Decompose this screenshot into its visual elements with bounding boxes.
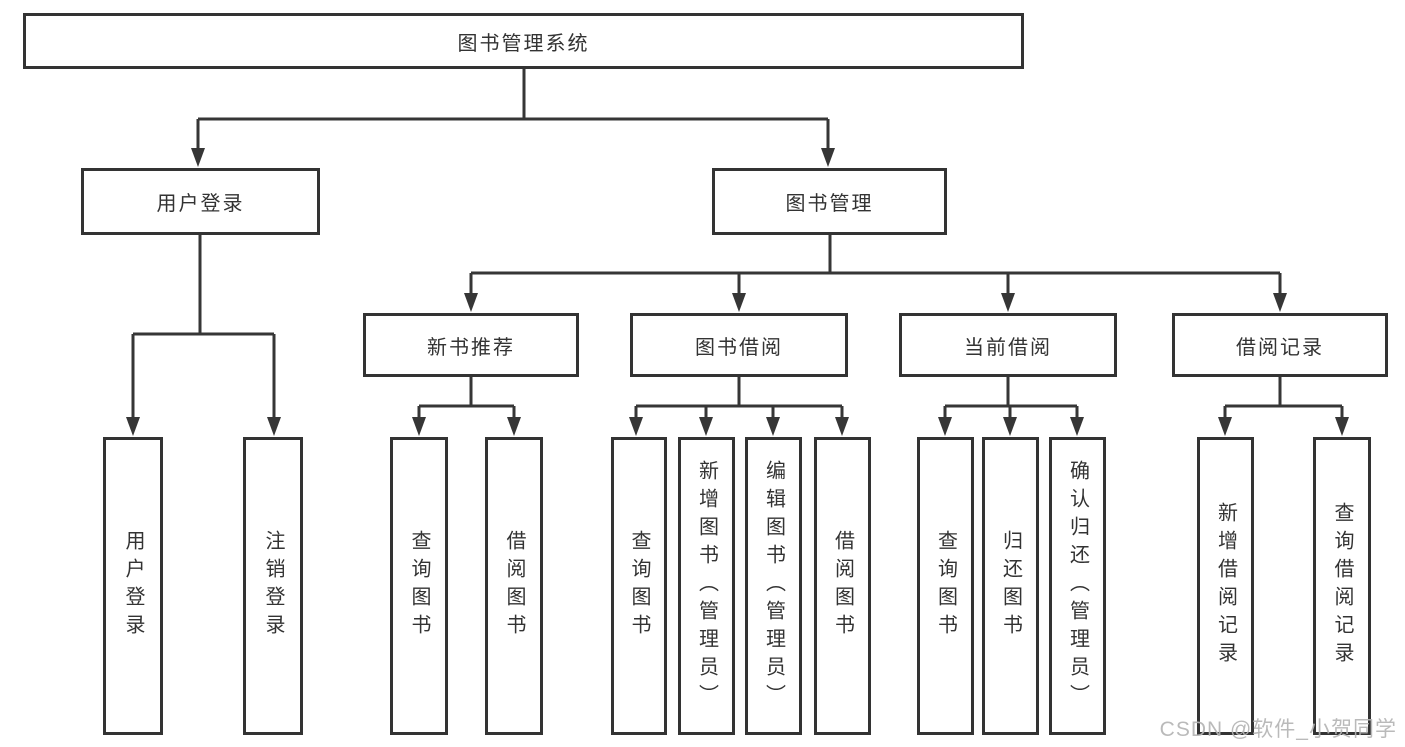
node-user-login: 用户登录 (81, 168, 320, 235)
node-current-borrow: 当前借阅 (899, 313, 1117, 377)
arrowheads (126, 148, 1349, 436)
leaf-logout: 注销登录 (243, 437, 303, 735)
node-new-book-recommend: 新书推荐 (363, 313, 579, 377)
leaf-records-query-record: 查询借阅记录 (1313, 437, 1371, 735)
node-library-management-system: 图书管理系统 (23, 13, 1024, 69)
leaf-borrow-add-books-admin: 新增图书（管理员） (678, 437, 735, 735)
leaf-recommend-borrow-books: 借阅图书 (485, 437, 543, 735)
node-borrow-records: 借阅记录 (1172, 313, 1388, 377)
node-book-borrow: 图书借阅 (630, 313, 848, 377)
leaf-current-confirm-return-admin: 确认归还（管理员） (1049, 437, 1106, 735)
leaf-current-query-books: 查询图书 (917, 437, 974, 735)
leaf-user-login: 用户登录 (103, 437, 163, 735)
node-book-management: 图书管理 (712, 168, 947, 235)
leaf-current-return-books: 归还图书 (982, 437, 1039, 735)
csdn-watermark: CSDN @软件_小贺同学 (1159, 718, 1397, 741)
leaf-borrow-edit-books-admin: 编辑图书（管理员） (745, 437, 802, 735)
leaf-borrow-borrow-books: 借阅图书 (814, 437, 871, 735)
leaf-recommend-query-books: 查询图书 (390, 437, 448, 735)
leaf-borrow-query-books: 查询图书 (611, 437, 667, 735)
leaf-records-add-record: 新增借阅记录 (1197, 437, 1254, 735)
